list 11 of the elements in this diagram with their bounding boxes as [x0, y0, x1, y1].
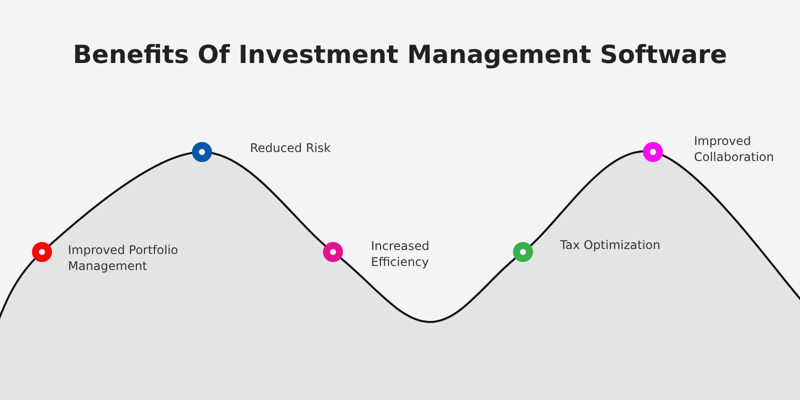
benefit-label: Tax Optimization	[560, 237, 662, 253]
ring-marker	[323, 242, 343, 262]
benefit-label: Improved Portfolio Management	[68, 242, 180, 274]
benefit-label: Reduced Risk	[250, 140, 332, 156]
ring-marker	[513, 242, 533, 262]
title: Benefits Of Investment Management Software	[72, 40, 728, 69]
ring-marker	[32, 242, 52, 262]
benefit-label: Improved Collaboration	[694, 133, 775, 165]
ring-marker	[643, 142, 663, 162]
benefit-label: Increased Efficiency	[371, 238, 430, 270]
ring-marker	[192, 142, 212, 162]
